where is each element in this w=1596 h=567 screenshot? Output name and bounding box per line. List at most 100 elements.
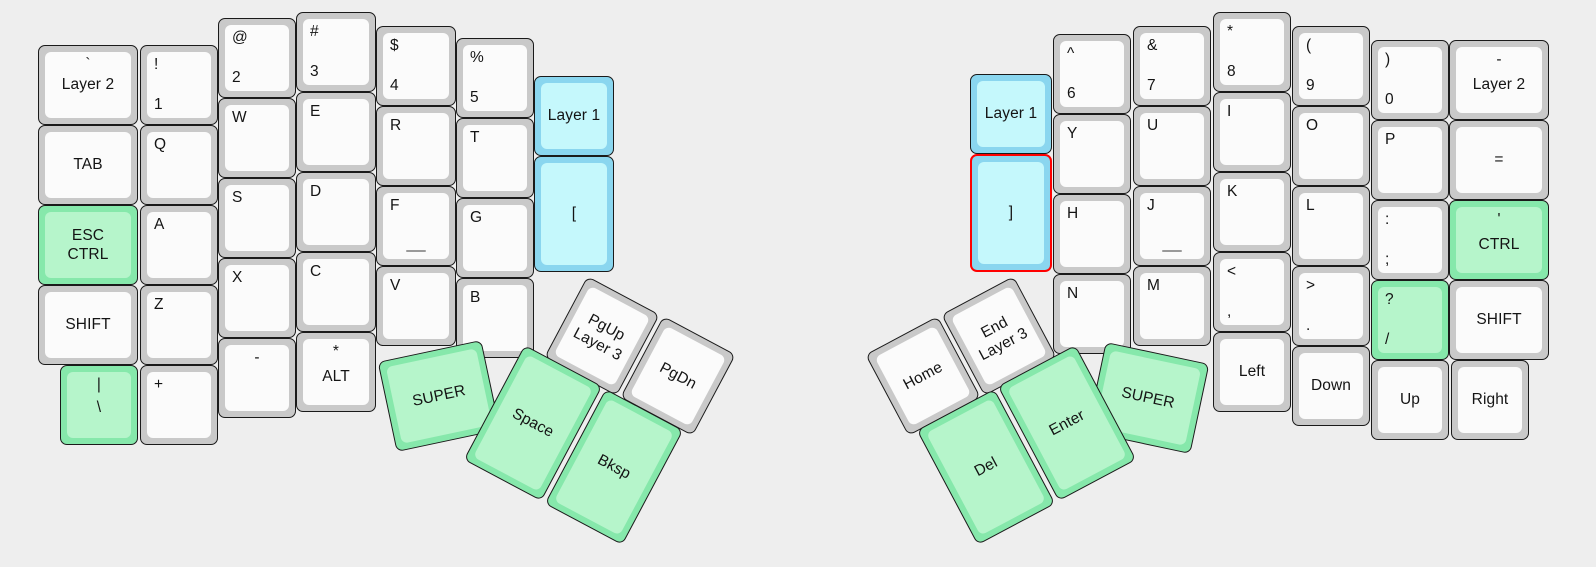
key-l-layer1[interactable]: Layer 1 — [534, 76, 614, 156]
key-r-o[interactable]: O — [1292, 106, 1370, 186]
key-r-n[interactable]: N — [1053, 274, 1131, 354]
key-l-d[interactable]: D — [296, 172, 376, 252]
keycap-surface: $4 — [383, 33, 449, 99]
key-r-quote-ctrl[interactable]: 'CTRL — [1449, 200, 1549, 280]
key-r-9[interactable]: (9 — [1292, 26, 1370, 106]
keycap-surface: E — [303, 99, 369, 165]
keycap-surface: ] — [978, 162, 1044, 264]
key-legend-base: / — [1385, 331, 1390, 348]
key-legend-base: R — [390, 117, 402, 134]
key-legend-base: T — [470, 129, 480, 146]
key-l-plus[interactable]: + — [140, 365, 218, 445]
key-r-8[interactable]: *8 — [1213, 12, 1291, 92]
key-legend-main: Layer 1 — [984, 105, 1038, 122]
key-legend-base: 4 — [390, 77, 399, 94]
key-legend-shifted: $ — [390, 37, 399, 54]
key-legend-main: Enter — [1046, 406, 1088, 440]
key-r-y[interactable]: Y — [1053, 114, 1131, 194]
key-legend-base: N — [1067, 285, 1079, 302]
key-r-right[interactable]: Right — [1451, 360, 1529, 440]
key-legend-shifted: ) — [1385, 51, 1391, 68]
keycap-surface: N — [1060, 281, 1124, 347]
keycap-surface: [ — [541, 163, 607, 265]
key-l-t[interactable]: T — [456, 118, 534, 198]
key-r-rbracket[interactable]: ] — [970, 154, 1052, 272]
key-r-layer1[interactable]: Layer 1 — [970, 74, 1052, 154]
key-r-equals[interactable]: = — [1449, 120, 1549, 200]
key-r-semicolon[interactable]: :; — [1371, 200, 1449, 280]
key-legend-base: P — [1385, 131, 1396, 148]
key-l-v[interactable]: V — [376, 266, 456, 346]
key-r-minus-layer2[interactable]: - Layer 2 — [1449, 40, 1549, 120]
key-l-2[interactable]: @2 — [218, 18, 296, 98]
keycap-surface: ^6 — [1060, 41, 1124, 107]
key-legend-main: Home — [900, 358, 946, 394]
key-l-q[interactable]: Q — [140, 125, 218, 205]
key-legend-main: Up — [1399, 391, 1420, 408]
key-legend-shifted: # — [310, 23, 319, 40]
key-r-j[interactable]: J — [1133, 186, 1211, 266]
key-legend-base: C — [310, 263, 322, 280]
key-legend-base: Y — [1067, 125, 1078, 142]
key-l-4[interactable]: $4 — [376, 26, 456, 106]
key-r-7[interactable]: &7 — [1133, 26, 1211, 106]
key-l-shift[interactable]: SHIFT — [38, 285, 138, 365]
key-l-e[interactable]: E — [296, 92, 376, 172]
key-legend-base: 2 — [232, 69, 241, 86]
key-l-r[interactable]: R — [376, 106, 456, 186]
key-legend-main: [ — [571, 205, 577, 222]
key-l-3[interactable]: #3 — [296, 12, 376, 92]
key-r-m[interactable]: M — [1133, 266, 1211, 346]
key-r-k[interactable]: K — [1213, 172, 1291, 252]
key-l-alt[interactable]: *ALT — [296, 332, 376, 412]
key-legend-main: Layer 1 — [547, 107, 601, 124]
key-l-g[interactable]: G — [456, 198, 534, 278]
keycap-surface: >. — [1299, 273, 1363, 339]
key-l-5[interactable]: %5 — [456, 38, 534, 118]
key-legend-top: ` — [85, 56, 91, 73]
key-r-left[interactable]: Left — [1213, 332, 1291, 412]
key-l-s[interactable]: S — [218, 178, 296, 258]
key-l-x[interactable]: X — [218, 258, 296, 338]
key-legend-main: - — [254, 349, 260, 366]
key-legend-main: Bksp — [594, 451, 634, 483]
key-legend-main: Layer 2 — [1472, 76, 1526, 93]
key-r-p[interactable]: P — [1371, 120, 1449, 200]
key-r-up[interactable]: Up — [1371, 360, 1449, 440]
key-l-a[interactable]: A — [140, 205, 218, 285]
keycap-surface: &7 — [1140, 33, 1204, 99]
key-l-z[interactable]: Z — [140, 285, 218, 365]
key-r-0[interactable]: )0 — [1371, 40, 1449, 120]
key-r-6[interactable]: ^6 — [1053, 34, 1131, 114]
homing-bar-indicator — [1162, 249, 1182, 252]
key-legend-base: 0 — [1385, 91, 1394, 108]
key-l-c[interactable]: C — [296, 252, 376, 332]
key-l-minus[interactable]: - — [218, 338, 296, 418]
key-legend-base: W — [232, 109, 247, 126]
key-l-1[interactable]: !1 — [140, 45, 218, 125]
key-l-b[interactable]: B — [456, 278, 534, 358]
key-r-i[interactable]: I — [1213, 92, 1291, 172]
key-l-lbracket[interactable]: [ — [534, 156, 614, 272]
key-r-u[interactable]: U — [1133, 106, 1211, 186]
keycap-surface: Left — [1220, 339, 1284, 405]
key-l-tab[interactable]: TAB — [38, 125, 138, 205]
key-r-l[interactable]: L — [1292, 186, 1370, 266]
key-l-f[interactable]: F — [376, 186, 456, 266]
key-legend-main: Left — [1238, 363, 1266, 380]
key-r-h[interactable]: H — [1053, 194, 1131, 274]
key-l-pipe-bslash[interactable]: |\ — [60, 365, 138, 445]
key-r-slash[interactable]: ?/ — [1371, 280, 1449, 360]
key-legend-base: B — [470, 289, 481, 306]
key-legend-main: CTRL — [1478, 236, 1520, 253]
key-l-grave-layer2[interactable]: `Layer 2 — [38, 45, 138, 125]
key-r-shift[interactable]: SHIFT — [1449, 280, 1549, 360]
key-legend-top: - — [1496, 51, 1502, 68]
key-l-w[interactable]: W — [218, 98, 296, 178]
key-r-period[interactable]: >. — [1292, 266, 1370, 346]
key-r-down[interactable]: Down — [1292, 346, 1370, 426]
key-r-comma[interactable]: <, — [1213, 252, 1291, 332]
key-legend-main: SHIFT — [1476, 311, 1522, 328]
keycap-surface: L — [1299, 193, 1363, 259]
